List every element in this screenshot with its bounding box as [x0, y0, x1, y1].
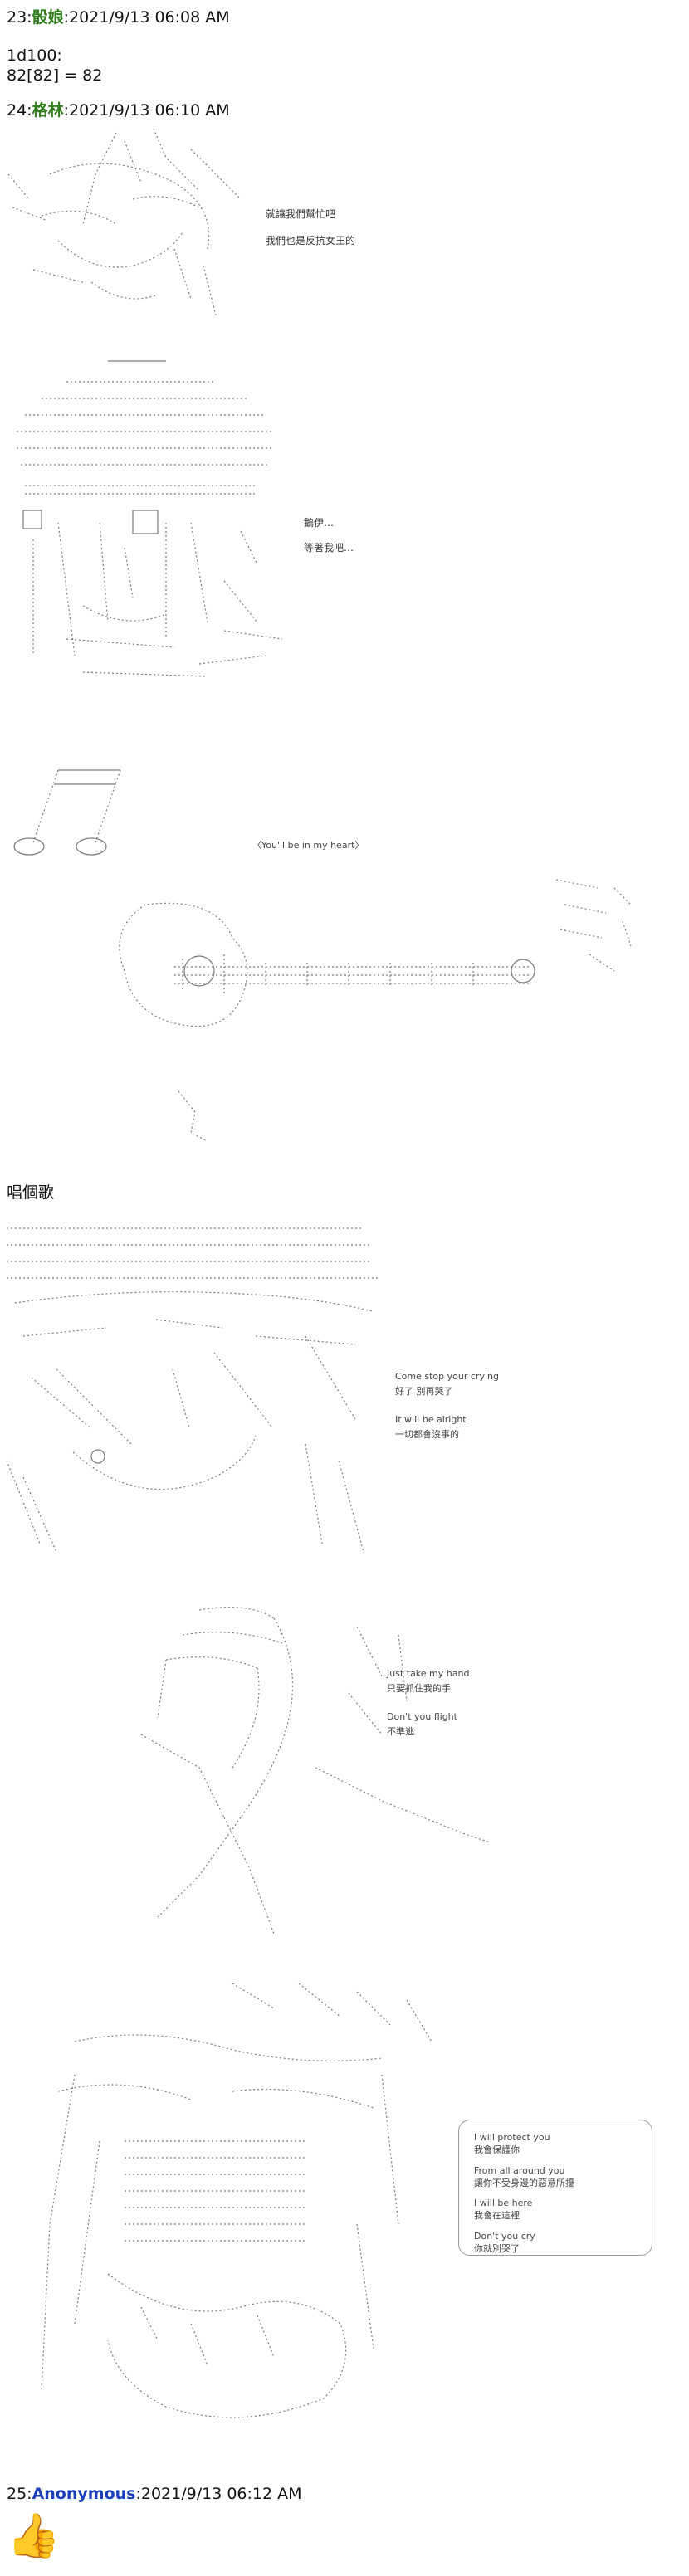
post-number: 24: [7, 101, 32, 120]
post-timestamp: :2021/9/13 06:08 AM [63, 8, 230, 27]
post-timestamp: :2021/9/13 06:10 AM [63, 101, 230, 120]
guitar-icon [119, 902, 535, 1027]
lyric-line: 一切都會沒事的 [395, 1429, 459, 1440]
aa-dialogue-line: 鵝伊… [304, 517, 335, 529]
song-caption: 〈You'll be in my heart〉 [252, 840, 364, 851]
music-note-icon [13, 769, 121, 856]
lyric-line: 讓你不受身邊的惡意所擾 [474, 2177, 574, 2188]
poster-name[interactable]: 格林 [32, 101, 64, 120]
aa-dialogue-line: 就讓我們幫忙吧 [266, 208, 336, 220]
thumbs-up-icon: 👍 [7, 2511, 61, 2561]
sing-line: 唱個歌 [7, 1183, 55, 1202]
lyric-line: Don't you cry [474, 2231, 535, 2242]
poster-name[interactable]: 骰娘 [32, 8, 64, 27]
lyric-line: 好了 別再哭了 [395, 1386, 453, 1397]
poster-name[interactable]: Anonymous [32, 2485, 136, 2503]
lyric-line: I will be here [474, 2198, 533, 2209]
aa-dialogue-line: 等著我吧… [304, 542, 354, 554]
lyric-line: 我會保護你 [474, 2144, 520, 2155]
ascii-art-characters [7, 128, 242, 316]
ascii-art-hat-character [17, 360, 283, 677]
post-header-23: 23:骰娘:2021/9/13 06:08 AM [7, 5, 230, 27]
lyric-line: Come stop your crying [395, 1371, 499, 1382]
dice-roll-label: 1d100: [7, 46, 62, 65]
lyrics-box: I will protect you 我會保護你 From all around… [458, 2120, 652, 2256]
lyric-line: From all around you [474, 2164, 565, 2176]
lyric-line: Just take my hand [387, 1668, 470, 1679]
ascii-art-hands [140, 1607, 491, 1934]
post-timestamp: :2021/9/13 06:12 AM [135, 2485, 302, 2503]
post-number: 25: [7, 2485, 32, 2503]
ascii-art-singing-character [6, 1227, 380, 1553]
lyric-line: 不準逃 [387, 1726, 414, 1737]
lyric-line: Don't you flight [387, 1711, 457, 1722]
post-header-25: 25:Anonymous:2021/9/13 06:12 AM [7, 2485, 302, 2503]
dice-roll-result: 82[82] = 82 [7, 66, 103, 85]
post-header-24: 24:格林:2021/9/13 06:10 AM [7, 98, 230, 120]
ascii-art-hug-scene [41, 1983, 432, 2418]
lyric-line: 只要抓住我的手 [387, 1683, 451, 1694]
post-number: 23: [7, 8, 32, 27]
lyric-line: 你就別哭了 [474, 2242, 520, 2254]
lyric-line: It will be alright [395, 1414, 467, 1425]
lyric-line: 我會在這裡 [474, 2210, 520, 2222]
aa-dialogue-line: 我們也是反抗女王的 [266, 235, 356, 246]
ascii-art-fragment [555, 879, 632, 972]
ascii-art-fragment [178, 1090, 208, 1142]
lyric-line: I will protect you [474, 2132, 550, 2143]
